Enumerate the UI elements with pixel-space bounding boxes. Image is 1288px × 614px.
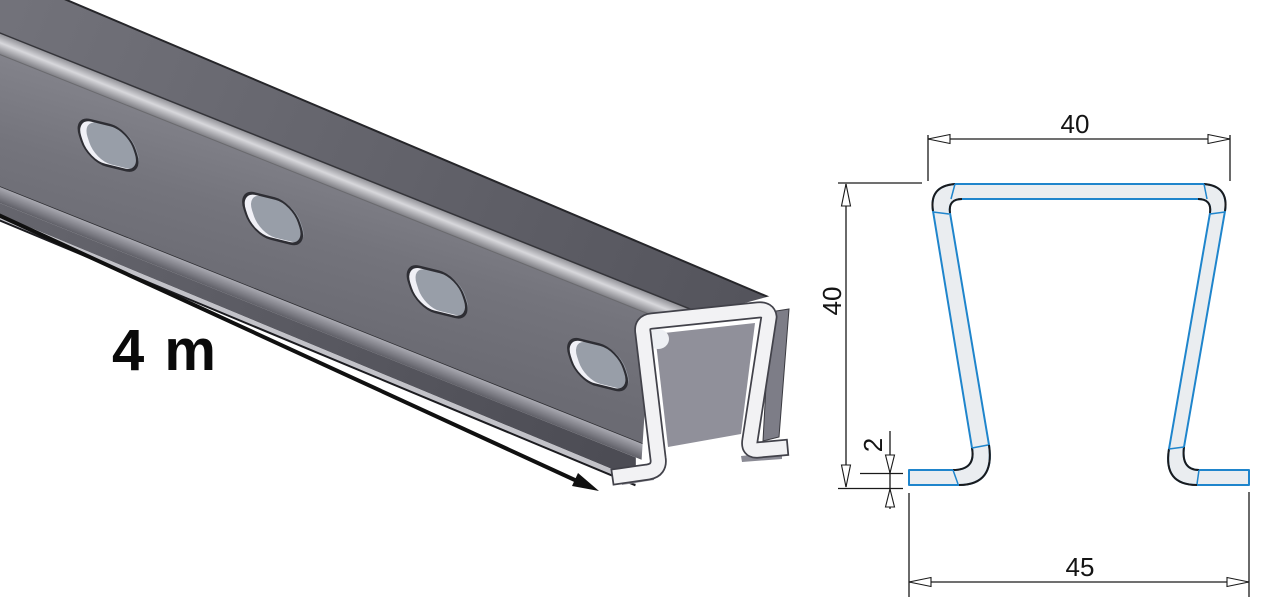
channel-bottom-silhouette xyxy=(0,162,636,487)
dim-height: 40 xyxy=(817,182,922,490)
channel-front-wall xyxy=(0,149,636,480)
end-cut-face xyxy=(610,301,790,486)
section-tangent-ticks xyxy=(932,183,1226,485)
length-arrowhead-icon xyxy=(572,473,599,491)
slot-hole-3 xyxy=(406,265,469,319)
slot-hole-2 xyxy=(242,191,304,246)
end-cavity xyxy=(655,323,755,447)
dim-top-width: 40 xyxy=(927,109,1231,181)
slot-holes xyxy=(77,118,629,392)
dim-arrowhead-icon xyxy=(884,454,896,474)
dim-thickness: 2 xyxy=(858,431,903,509)
end-cut-band xyxy=(612,303,788,484)
section-profile xyxy=(908,183,1250,486)
dim-bottom-width-label: 45 xyxy=(1066,552,1095,582)
dim-arrowhead-icon xyxy=(884,488,896,508)
dim-thickness-label: 2 xyxy=(858,438,888,452)
slot-hole-1 xyxy=(77,118,140,172)
dim-arrowhead-icon xyxy=(1207,133,1231,145)
strut-3d-view: 4 m xyxy=(0,0,790,491)
dim-height-label: 40 xyxy=(817,287,847,316)
length-label: 4 m xyxy=(112,318,218,383)
section-bend-arcs xyxy=(931,183,1227,486)
dim-top-width-label: 40 xyxy=(1061,109,1090,139)
cross-section-drawing: 40 40 2 45 xyxy=(817,109,1250,597)
dim-arrowhead-icon xyxy=(840,183,852,207)
channel-back-bend xyxy=(0,3,767,359)
dim-arrowhead-icon xyxy=(1226,576,1250,588)
channel-back-silhouette-edge xyxy=(0,0,777,302)
dim-arrowhead-icon xyxy=(908,576,932,588)
channel-front-bend xyxy=(0,136,714,487)
dim-arrowhead-icon xyxy=(840,464,852,488)
length-arrow-line xyxy=(0,213,578,483)
channel-back-wall xyxy=(0,0,777,342)
channel-top-tangent-edge xyxy=(0,21,760,359)
slot-hole-4 xyxy=(567,337,629,392)
channel-body xyxy=(0,0,777,487)
channel-back-bend-edge xyxy=(0,2,768,341)
dim-bottom-width: 45 xyxy=(908,492,1250,597)
dim-arrowhead-icon xyxy=(927,133,951,145)
length-dimension: 4 m xyxy=(0,213,599,491)
